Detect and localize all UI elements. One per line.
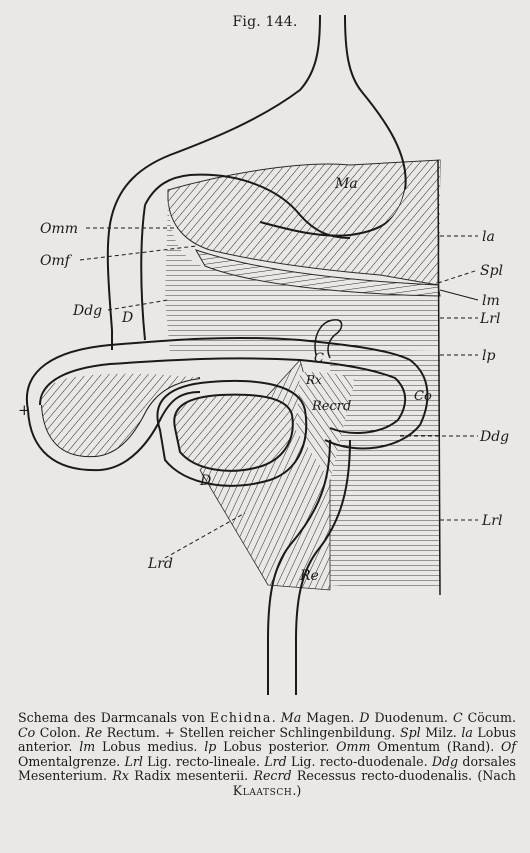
label-lrl-upper: Lrl xyxy=(479,311,500,327)
label-d-lower: D xyxy=(199,473,211,489)
leader-ddg-left xyxy=(108,300,168,310)
leader-spl xyxy=(438,270,478,283)
label-omf: Omf xyxy=(40,253,73,269)
label-omm: Omm xyxy=(40,221,78,237)
label-ddg-left: Ddg xyxy=(72,303,102,319)
label-spl: Spl xyxy=(480,263,503,279)
label-lm: lm xyxy=(482,293,500,309)
label-la: la xyxy=(482,229,495,245)
label-lrd: Lrd xyxy=(147,556,173,572)
label-co: Co xyxy=(414,389,432,404)
label-lrl-lower: Lrl xyxy=(481,513,502,529)
label-re: Re xyxy=(299,568,319,584)
label-recrd: Recrd xyxy=(311,399,351,414)
label-c: C xyxy=(314,351,324,366)
label-ddg-right: Ddg xyxy=(479,429,509,445)
label-d-upper: D xyxy=(121,310,133,326)
duodenum-lower-loop-inner xyxy=(174,395,293,471)
label-lp: lp xyxy=(482,348,495,364)
label-rx: Rx xyxy=(305,373,322,387)
leader-lrd xyxy=(165,513,245,558)
figure-caption: Schema des Darmcanals von Echidna. Ma Ma… xyxy=(18,711,516,799)
leader-lm xyxy=(440,290,478,300)
loop-marker-plus: + xyxy=(18,401,31,419)
label-ma: Ma xyxy=(334,176,358,192)
duodenum-left-wall xyxy=(141,205,145,340)
